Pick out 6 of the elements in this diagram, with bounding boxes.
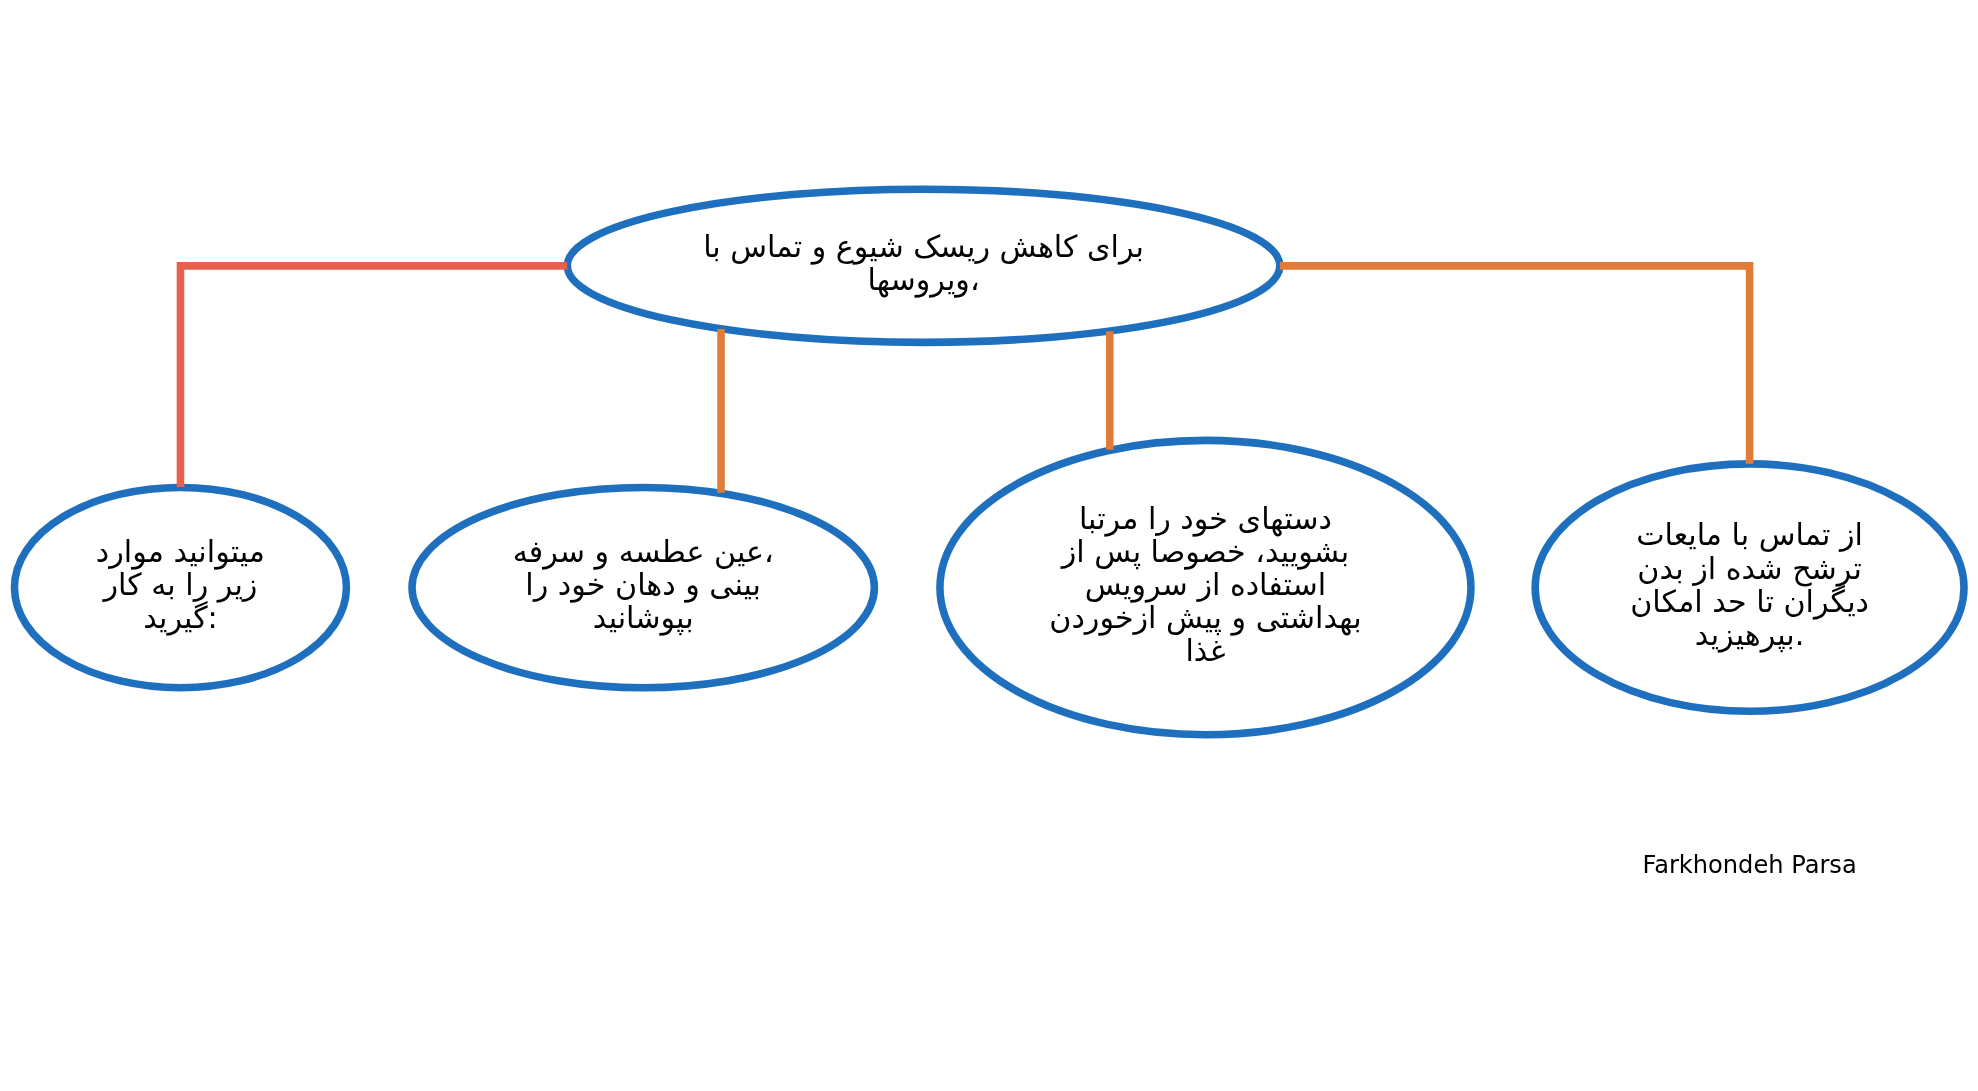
node-ellipse: دستهای خود را مرتبا بشویید، خصوصا پس از استفاده از سرویس بهداشتی و پیش ازخوردن غذا	[936, 436, 1475, 739]
node-ellipse: میتوانید موارد زیر را به کار گیرید:	[10, 483, 351, 692]
node-ellipse: عین عطسه و سرفه، بینی و دهان خود را بپوشانید	[408, 483, 879, 692]
node-ellipse: از تماس با مایعات ترشح شده از بدن دیگران تا حد امکان بپرهیزید.	[1531, 460, 1968, 715]
node-ellipse: برای کاهش ریسک شیوع و تماس با ویروسها،	[563, 185, 1284, 347]
label: Farkhondeh Parsa	[1642, 851, 1857, 880]
